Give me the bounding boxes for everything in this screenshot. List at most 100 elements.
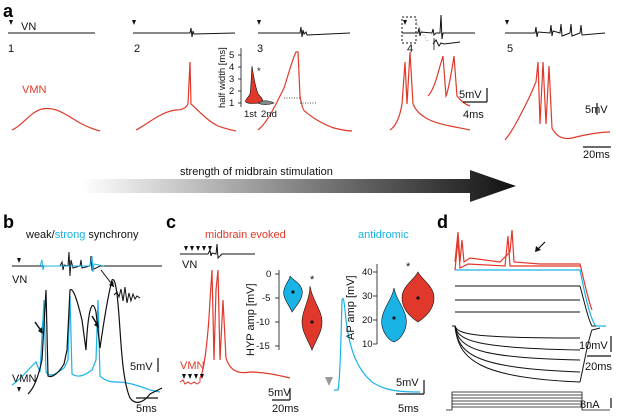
ap-ylabel: AP amp [mV] xyxy=(345,275,357,340)
panel-a-vn-traces xyxy=(8,14,606,40)
hw-tick-3: 3 xyxy=(229,74,234,85)
ap-median-2 xyxy=(416,296,420,300)
hw-xlabel-2nd: 2nd xyxy=(261,109,277,120)
panel-d-scale-t: 20ms xyxy=(585,361,612,373)
panel-c-scale-right-t: 5ms xyxy=(398,403,419,415)
panel-c-vmn-stim-markers xyxy=(182,374,204,379)
panel-b: b weak/strong synchrony VN VMN xyxy=(3,212,163,415)
panel-c-vn-label: VN xyxy=(182,259,197,271)
hyp-star: * xyxy=(310,274,315,286)
vmn-trace-4 xyxy=(389,51,471,131)
panel-d-arrowhead xyxy=(535,246,541,252)
panel-b-vn-zoom xyxy=(113,286,141,304)
panel-c-vn-stim-markers xyxy=(184,246,212,251)
hyp-ylabel: HYP amp [mV] xyxy=(245,283,257,356)
hw-tick-1: 1 xyxy=(229,98,234,109)
panel-b-vn-trace xyxy=(12,251,162,277)
ap-median-1 xyxy=(392,316,396,320)
hw-violin-1st xyxy=(245,65,264,104)
panel-c-scale-left-v: 5mV xyxy=(268,387,291,399)
trace-number-1: 1 xyxy=(8,43,14,55)
ap-star: * xyxy=(406,261,411,273)
panel-a-vmn-label: VMN xyxy=(22,84,47,96)
panel-b-vmn-stim-marker xyxy=(17,387,21,392)
panel-a-vmn-traces xyxy=(11,51,611,141)
title-synchrony: synchrony xyxy=(85,229,139,241)
vn-trace-5 xyxy=(505,23,606,38)
hyp-tick-15: -15 xyxy=(256,341,270,352)
vn-trace-4 xyxy=(402,14,475,40)
panel-a-scale5-t: 20ms xyxy=(583,149,610,161)
panel-c-letter: c xyxy=(166,212,176,232)
hw-ylabel: half width [ms] xyxy=(217,47,228,108)
panel-b-scalebars xyxy=(136,358,159,399)
panel-d-scale-v: 10mV xyxy=(579,340,608,352)
panel-c-title-left: midbrain evoked xyxy=(205,229,286,241)
title-weak: weak/ xyxy=(25,229,56,241)
panel-b-title: weak/strong synchrony xyxy=(25,229,139,241)
ap-tick-10: 10 xyxy=(362,339,373,350)
panel-a-scalebars xyxy=(463,88,611,148)
vmn-trace-3 xyxy=(257,51,353,132)
hyp-violin-evoked xyxy=(301,285,323,351)
panel-b-scale-v: 5mV xyxy=(130,361,153,373)
panel-d-letter: d xyxy=(437,212,448,232)
zoom-inset xyxy=(427,38,471,107)
panel-b-vmn-traces xyxy=(11,279,163,403)
vn-trace-3 xyxy=(258,26,351,38)
panel-b-vmn-label: VMN xyxy=(12,373,37,385)
panel-c-antidromic-trace xyxy=(334,297,421,393)
title-strong: strong xyxy=(55,229,86,241)
panel-c-vmn-baseline xyxy=(179,378,201,385)
hyp-tick-5: -5 xyxy=(262,293,270,304)
hw-star: * xyxy=(257,66,261,77)
panel-d: d 10mV 20ms xyxy=(437,212,612,411)
panel-b-peak-arrowhead-2 xyxy=(94,321,99,328)
vmn-trace-5 xyxy=(504,61,611,141)
panel-a-scale4-t: 4ms xyxy=(463,109,484,121)
vn-trace-2 xyxy=(133,27,236,38)
trace-number-5: 5 xyxy=(507,43,513,55)
hyp-median-1 xyxy=(291,290,295,294)
zoom-connector xyxy=(415,21,429,43)
panel-c: c midbrain evoked antidromic VN VMN xyxy=(166,212,435,415)
hw-tick-4: 4 xyxy=(229,62,234,73)
panel-d-scalebars xyxy=(587,336,612,408)
hyp-violin-antidromic xyxy=(283,275,303,313)
trace-number-3: 3 xyxy=(257,43,263,55)
panel-c-vn-trace xyxy=(180,243,255,260)
panel-d-cyan-trace xyxy=(455,269,606,327)
vmn-trace-1 xyxy=(11,107,101,132)
trace-number-2: 2 xyxy=(134,43,140,55)
ap-tick-30: 30 xyxy=(362,291,373,302)
ap-amp-plot: 40 30 20 10 AP amp [mV] * xyxy=(345,261,435,350)
hyp-median-2 xyxy=(310,320,314,324)
panel-c-antidromic-stim-marker xyxy=(325,377,333,386)
panel-a-stim-markers xyxy=(9,20,509,25)
panel-c-scale-right-v: 5mV xyxy=(396,377,419,389)
panel-d-scale-i: 8nA xyxy=(580,399,600,411)
panel-a-vn-label: VN xyxy=(21,21,36,33)
panel-d-current-steps xyxy=(446,391,610,411)
ap-violin-antidromic xyxy=(381,287,407,343)
panel-a-scale4-v: 5mV xyxy=(459,89,482,101)
ap-tick-40: 40 xyxy=(362,267,373,278)
panel-a: a VN 1 2 3 4 5 VMN xyxy=(3,1,611,202)
panel-c-left-scalebars xyxy=(272,388,291,401)
panel-a-scale5-v: 5mV xyxy=(585,104,608,116)
panel-b-letter: b xyxy=(3,212,14,232)
hyp-tick-0: 0 xyxy=(266,269,271,280)
hw-tick-5: 5 xyxy=(229,50,234,61)
hw-tick-2: 2 xyxy=(229,86,234,97)
panel-c-vmn-label: VMN xyxy=(180,360,205,372)
panel-d-red-traces xyxy=(454,229,593,311)
half-width-inset: 5 4 3 2 1 half width [ms] * 1st 2nd xyxy=(217,47,277,120)
hw-xlabel-1st: 1st xyxy=(244,109,257,120)
panel-b-stim-marker xyxy=(17,258,21,263)
arrow-label: strength of midbrain stimulation xyxy=(180,166,333,178)
panel-c-vmn-trace xyxy=(199,269,291,379)
panel-b-peak-arrowhead-1 xyxy=(38,327,43,334)
hyp-tick-10: -10 xyxy=(256,317,270,328)
panel-b-vn-label: VN xyxy=(12,274,27,286)
